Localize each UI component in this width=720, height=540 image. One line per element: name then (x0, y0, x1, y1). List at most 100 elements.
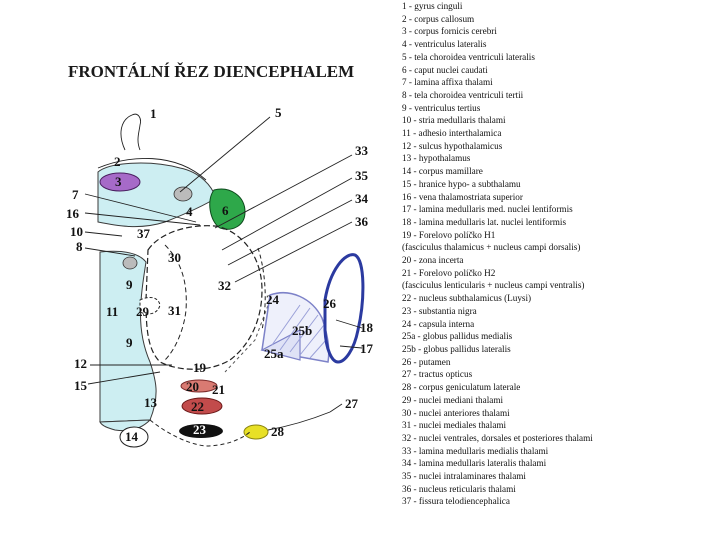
gyrus-cinguli-outline (120, 113, 141, 151)
substantia-nigra (179, 424, 223, 438)
legend-item: 27 - tractus opticus (402, 369, 473, 380)
legend-item: 18 - lamina medullaris lat. nuclei lenti… (402, 216, 567, 227)
corpus-callosum-outline (97, 158, 207, 181)
label-9-upper: 9 (126, 277, 133, 292)
legend-item: (fasciculus thalamicus + nucleus campi d… (402, 242, 581, 253)
legend-item: 25b - globus pallidus lateralis (402, 343, 511, 354)
legend-item: 33 - lamina medullaris medialis thalami (402, 445, 549, 456)
label-16: 16 (66, 206, 80, 221)
label-5: 5 (275, 105, 282, 120)
legend-item: 16 - vena thalamostriata superior (402, 191, 523, 202)
legend-item: 24 - capsula interna (402, 318, 475, 329)
label-6: 6 (222, 203, 229, 218)
legend-item: 9 - ventriculus tertius (402, 102, 481, 113)
interthalamic-adhesion (139, 296, 161, 315)
label-22: 22 (191, 399, 204, 414)
label-3: 3 (115, 174, 122, 189)
label-26: 26 (323, 296, 337, 311)
medial-lamina-line (164, 244, 187, 361)
subthalamic-nucleus (181, 397, 223, 415)
legend-item: 32 - nuclei ventrales, dorsales et poste… (402, 432, 593, 443)
lateral-lamina-line (257, 247, 266, 331)
caudate-nucleus-shape (209, 188, 246, 230)
legend-item: 21 - Forelovo políčko H2 (402, 267, 496, 278)
legend-item: 34 - lamina medullaris lateralis thalami (402, 458, 547, 469)
label-29: 29 (136, 304, 150, 319)
choroid-plexus-lateral (173, 186, 193, 202)
putamen-shape (323, 253, 365, 364)
legend-item: 11 - adhesio interthalamica (402, 128, 502, 139)
label-24: 24 (266, 292, 280, 307)
legend-item: 14 - corpus mamillare (402, 166, 483, 177)
forel-h1-zona (180, 379, 218, 393)
label-34: 34 (355, 191, 369, 206)
legend-item: 31 - nuclei mediales thalami (402, 420, 507, 431)
optic-tract-line (267, 411, 331, 431)
legend-item: (fasciculus lenticularis + nucleus campi… (402, 280, 585, 291)
legend-item: 7 - lamina affixa thalami (402, 77, 493, 88)
label-25a: 25a (264, 346, 284, 361)
internal-capsule-line (224, 299, 271, 373)
label-14: 14 (125, 429, 139, 444)
legend-item: 10 - stria medullaris thalami (402, 115, 506, 126)
label-1: 1 (150, 106, 157, 121)
legend-item: 17 - lamina medullaris med. nuclei lenti… (402, 204, 573, 215)
legend-item: 13 - hypothalamus (402, 153, 471, 164)
label-10: 10 (70, 224, 83, 239)
legend-item: 35 - nuclei intralaminares thalami (402, 471, 526, 482)
legend-item: 4 - ventriculus lateralis (402, 39, 487, 50)
label-21: 21 (212, 382, 225, 397)
label-8: 8 (76, 239, 83, 254)
label-31: 31 (168, 303, 181, 318)
diagram-title: FRONTÁLNÍ ŘEZ DIENCEPHALEM (68, 62, 355, 81)
legend-item: 6 - caput nuclei caudati (402, 64, 488, 75)
globus-pallidus-medial (260, 329, 301, 361)
label-20: 20 (186, 379, 199, 394)
label-35: 35 (355, 168, 369, 183)
label-27: 27 (345, 396, 359, 411)
lateral-geniculate-body (243, 424, 269, 440)
label-25b: 25b (292, 323, 312, 338)
diencephalon-diagram: 1 2 3 4 5 6 7 8 9 9 10 11 12 13 14 15 16… (66, 105, 374, 448)
label-19: 19 (193, 360, 207, 375)
label-11: 11 (106, 304, 118, 319)
legend-item: 36 - nucleus reticularis thalami (402, 483, 516, 494)
label-23: 23 (193, 422, 207, 437)
legend-item: 26 - putamen (402, 356, 451, 367)
leader-lines (84, 116, 363, 413)
label-36: 36 (355, 214, 369, 229)
label-15: 15 (74, 378, 88, 393)
label-13: 13 (144, 395, 158, 410)
legend-item: 12 - sulcus hypothalamicus (402, 140, 503, 151)
legend-item: 1 - gyrus cinguli (402, 1, 463, 11)
lateral-ventricle-region (97, 162, 217, 228)
label-7: 7 (72, 187, 79, 202)
legend-item: 25a - globus pallidus medialis (402, 331, 513, 342)
legend-item: 5 - tela choroidea ventriculi lateralis (402, 51, 535, 62)
legend-item: 20 - zona incerta (402, 255, 464, 266)
legend-item: 15 - hranice hypo- a subthalamu (402, 178, 521, 189)
label-28: 28 (271, 424, 285, 439)
legend-item: 19 - Forelovo políčko H1 (402, 229, 496, 240)
legend-item: 37 - fissura telodiencephalica (402, 496, 510, 507)
legend-item: 2 - corpus callosum (402, 13, 475, 24)
legend-item: 28 - corpus geniculatum laterale (402, 382, 521, 393)
mamillary-body (119, 426, 149, 448)
legend-item: 8 - tela choroidea ventriculi tertii (402, 89, 524, 100)
pallidus-hatching (271, 304, 327, 359)
label-37: 37 (137, 226, 151, 241)
legend-item: 3 - corpus fornicis cerebri (402, 26, 497, 37)
label-4: 4 (186, 204, 193, 219)
fornix-shape (99, 172, 141, 192)
label-30: 30 (168, 250, 181, 265)
legend-item: 30 - nuclei anteriores thalami (402, 407, 510, 418)
label-17: 17 (360, 341, 374, 356)
label-18: 18 (360, 320, 374, 335)
thalamus-outline (145, 225, 263, 370)
legend-item: 29 - nuclei mediani thalami (402, 394, 504, 405)
label-12: 12 (74, 356, 87, 371)
legend-list: 1 - gyrus cinguli 2 - corpus callosum 3 - … (402, 0, 718, 508)
legend-item: 22 - nucleus subthalamicus (Luysi) (402, 293, 532, 304)
legend-item: 23 - substantia nigra (402, 305, 477, 316)
label-33: 33 (355, 143, 369, 158)
